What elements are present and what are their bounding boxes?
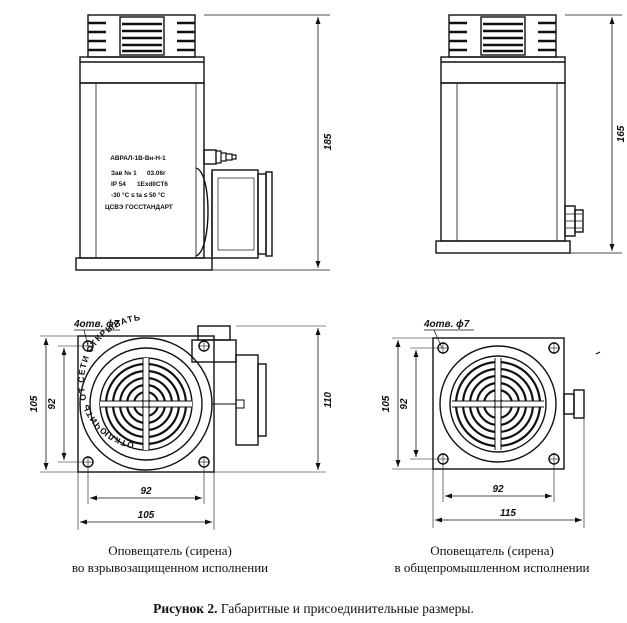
dim-vert-inner-explosion-proof: 92 (47, 398, 58, 410)
caption-industrial: Оповещатель (сирена) в общепромышленном … (362, 542, 622, 576)
figure-caption: Рисунок 2. Габаритные и присоединительны… (0, 601, 627, 617)
holes-label-industrial: 4отв. ϕ7 (423, 319, 470, 330)
top-view-explosion-proof (40, 325, 326, 530)
nameplate-line-1: АВРАЛ-1В-Вн-Н-1 (110, 155, 166, 162)
caption-explosion-proof-line-2: во взрывозащищенном исполнении (71, 560, 269, 575)
caption-explosion-proof: Оповещатель (сирена) во взрывозащищенном… (50, 542, 290, 576)
dim-horiz-outer-explosion-proof: 105 (138, 510, 155, 521)
caption-industrial-line-2: в общепромышленном исполнении (394, 560, 590, 575)
figure-label: Рисунок 2. (153, 601, 218, 616)
dim-height-industrial: 165 (616, 125, 627, 142)
top-view-industrial (392, 329, 601, 528)
caption-explosion-proof-line-1: Оповещатель (сирена) (108, 543, 232, 558)
front-view-industrial (435, 14, 622, 254)
dim-depth-explosion-proof: 110 (323, 392, 334, 408)
nameplate-line-2b: 03.06г (147, 170, 166, 177)
nameplate: АВРАЛ-1В-Вн-Н-1 Зав № 1 03.06г IP 54 1Ex… (105, 155, 173, 211)
nameplate-line-3a: IP 54 (111, 181, 126, 188)
figure-text: Габаритные и присоединительные размеры. (217, 601, 474, 616)
nameplate-line-4: -30 °C ≤ ta ≤ 50 °C (111, 191, 165, 199)
holes-label-explosion-proof: 4отв. ϕ7 (73, 319, 120, 330)
caption-industrial-line-1: Оповещатель (сирена) (430, 543, 554, 558)
dim-horiz-inner-explosion-proof: 92 (140, 486, 152, 497)
dim-vert-inner-industrial: 92 (399, 398, 410, 410)
nameplate-line-3b: 1ExdIICT6 (137, 181, 168, 188)
dim-horiz-outer-industrial: 115 (500, 508, 516, 519)
front-view-explosion-proof (75, 14, 330, 271)
dim-vert-outer-explosion-proof: 105 (29, 395, 40, 412)
dim-height-explosion-proof: 185 (323, 133, 334, 150)
dim-horiz-inner-industrial: 92 (492, 484, 504, 495)
nameplate-line-5: ЦСВЭ ГОССТАНДАРТ (105, 204, 173, 211)
nameplate-line-2a: Зав № 1 (111, 170, 137, 177)
dim-vert-outer-industrial: 105 (381, 395, 392, 412)
